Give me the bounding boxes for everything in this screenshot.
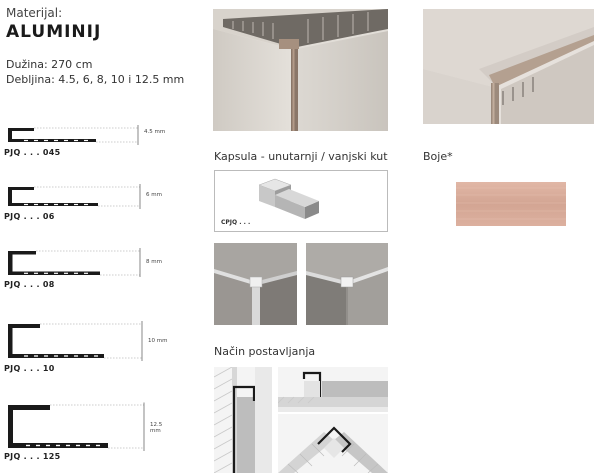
profile-045-dimension: 4.5 mm — [144, 129, 166, 135]
spec-thickness: Debljina: 4.5, 6, 8, 10 i 12.5 mm — [6, 73, 185, 86]
profile-10-drawing — [8, 321, 143, 361]
profile-125-code: PJQ . . . 125 — [4, 452, 61, 461]
profile-10-dimension: 10 mm — [148, 338, 168, 344]
profile-045-drawing — [8, 125, 139, 145]
profile-06: 6 mm PJQ . . . 06 — [4, 182, 174, 221]
profile-06-drawing — [8, 184, 141, 209]
installation-diagram-outer-corner — [278, 414, 388, 473]
profile-10: 10 mm PJQ . . . 10 — [4, 320, 174, 373]
spec-length: Dužina: 270 cm — [6, 58, 93, 71]
capsule-outer-corner-photo — [306, 243, 388, 325]
profile-125-dimension: 12.5 mm — [150, 422, 163, 434]
postavljanje-caption: Način postavljanja — [214, 345, 316, 358]
profile-125-drawing — [8, 402, 145, 451]
kapsula-code: CPJQ . . . — [221, 219, 251, 226]
boje-caption: Boje* — [423, 150, 453, 163]
color-swatch-bronze — [456, 182, 566, 226]
installation-diagram-wall — [214, 367, 272, 473]
profile-06-code: PJQ . . . 06 — [4, 212, 55, 221]
installation-diagram-floor — [278, 367, 388, 412]
kapsula-drawing — [258, 178, 319, 219]
material-label: Materijal: — [6, 6, 63, 20]
material-name: ALUMINIJ — [6, 22, 102, 42]
profile-06-dimension: 6 mm — [146, 192, 162, 198]
profile-045-code: PJQ . . . 045 — [4, 148, 61, 157]
profile-08-drawing — [8, 248, 141, 277]
profile-detail-photo — [423, 9, 594, 124]
corner-installation-photo — [213, 9, 388, 131]
profile-08-dimension: 8 mm — [146, 259, 162, 265]
capsule-inner-corner-photo — [214, 243, 297, 325]
profile-125: 12.5 mm PJQ . . . 125 — [4, 402, 174, 461]
profile-08-code: PJQ . . . 08 — [4, 280, 55, 289]
profile-10-code: PJQ . . . 10 — [4, 364, 55, 373]
profile-08: 8 mm PJQ . . . 08 — [4, 246, 174, 289]
kapsula-product-box: CPJQ . . . — [214, 170, 388, 232]
kapsula-caption: Kapsula - unutarnji / vanjski kut — [214, 150, 388, 163]
profile-045: 4.5 mm PJQ . . . 045 — [4, 122, 174, 157]
